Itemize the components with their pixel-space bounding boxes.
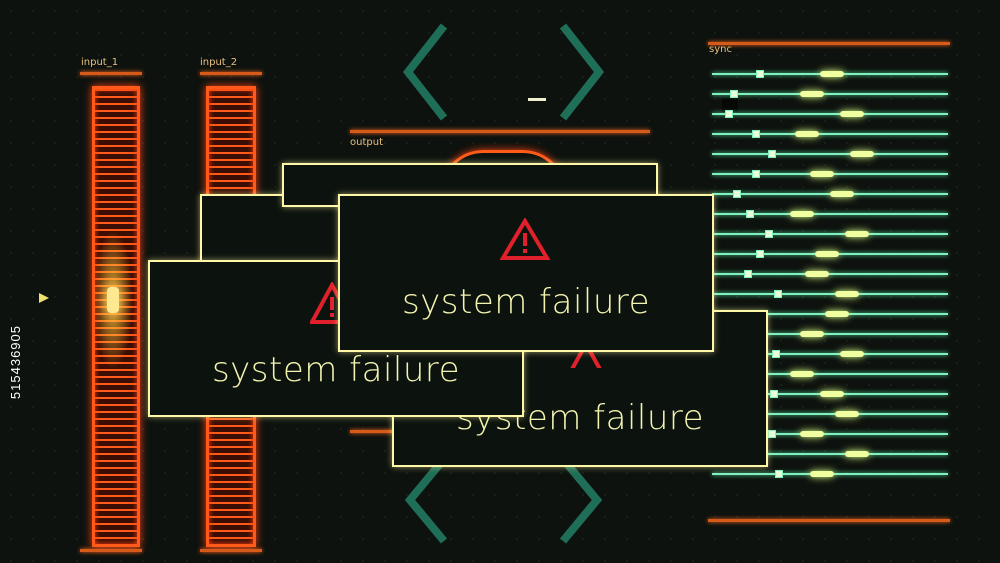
- sync-channel-line: [712, 293, 948, 295]
- sync-channel-marker[interactable]: [770, 390, 778, 398]
- input-1-bottom-rule: [80, 549, 142, 552]
- sync-channel-pulse: [795, 131, 819, 137]
- stock-id-watermark: 515436905: [8, 325, 23, 400]
- sync-channel-pulse: [840, 351, 864, 357]
- chevron-right-icon: [559, 23, 605, 121]
- sync-channel-pulse: [830, 191, 854, 197]
- sync-channel-pulse: [805, 271, 829, 277]
- error-message: system failure: [401, 282, 651, 322]
- sync-channel-line: [712, 453, 948, 455]
- sync-channel-marker[interactable]: [733, 190, 741, 198]
- sync-channel-pulse: [815, 251, 839, 257]
- sync-channel-marker[interactable]: [768, 150, 776, 158]
- input-2-label: input_2: [200, 57, 238, 68]
- input-2-top-rule: [200, 72, 262, 75]
- sync-channel-marker[interactable]: [725, 110, 733, 118]
- output-label: output: [350, 137, 383, 148]
- error-message: system failure: [211, 350, 461, 390]
- sync-channel-marker[interactable]: [775, 470, 783, 478]
- sync-channel-line: [712, 153, 948, 155]
- input-1-label: input_1: [81, 57, 119, 68]
- pointer-arrow-icon: [39, 293, 49, 303]
- sync-channel-line: [712, 273, 948, 275]
- input-2-bottom-rule: [200, 549, 262, 552]
- sync-channel-marker[interactable]: [752, 130, 760, 138]
- sync-channel-line: [712, 333, 948, 335]
- sync-channel-pulse: [845, 231, 869, 237]
- sync-channel-marker[interactable]: [756, 250, 764, 258]
- error-dialog-2[interactable]: system failure: [338, 194, 714, 352]
- sync-channel-line: [712, 93, 948, 95]
- sync-channel-marker[interactable]: [744, 270, 752, 278]
- sync-channel-pulse: [840, 111, 864, 117]
- sync-channel-line: [712, 113, 948, 115]
- sync-channel-pulse: [800, 331, 824, 337]
- sync-bottom-rule: [708, 519, 950, 522]
- sync-channel-line: [712, 213, 948, 215]
- sync-channel-pulse: [810, 471, 834, 477]
- sync-channel-marker[interactable]: [768, 430, 776, 438]
- sync-channel-line: [712, 413, 948, 415]
- sync-channel-marker[interactable]: [772, 350, 780, 358]
- sync-label: sync: [709, 44, 732, 55]
- sync-channel-marker[interactable]: [774, 290, 782, 298]
- sync-channel-pulse: [800, 431, 824, 437]
- chevron-right-bottom-icon: [559, 456, 603, 544]
- sync-channel-line: [712, 373, 948, 375]
- sync-channel-pulse: [790, 371, 814, 377]
- sync-channel-marker[interactable]: [746, 210, 754, 218]
- sync-channel-pulse: [810, 171, 834, 177]
- sync-channel-line: [712, 133, 948, 135]
- sync-top-rule: [708, 42, 950, 45]
- output-bottom-rule: [350, 430, 400, 433]
- output-top-rule: [350, 130, 650, 133]
- sync-channel-marker[interactable]: [752, 170, 760, 178]
- sync-channel-line: [712, 433, 948, 435]
- sync-channel-pulse: [845, 451, 869, 457]
- chevron-left-icon: [402, 23, 448, 121]
- warning-icon: [500, 218, 550, 260]
- glitch-mark: [722, 98, 738, 112]
- sync-channel-marker[interactable]: [765, 230, 773, 238]
- chevron-left-bottom-icon: [404, 456, 448, 544]
- sync-channel-pulse: [835, 411, 859, 417]
- sync-channel-pulse: [790, 211, 814, 217]
- sync-channel-pulse: [820, 391, 844, 397]
- glitch-mark: [528, 98, 546, 101]
- warning-icon: [570, 342, 602, 368]
- sync-channel-pulse: [835, 291, 859, 297]
- sync-channel-line: [712, 353, 948, 355]
- input-1-top-rule: [80, 72, 142, 75]
- input-1-slider-handle[interactable]: [107, 287, 119, 313]
- sync-channel-marker[interactable]: [730, 90, 738, 98]
- sync-channel-pulse: [850, 151, 874, 157]
- sync-channel-pulse: [825, 311, 849, 317]
- sync-channel-marker[interactable]: [756, 70, 764, 78]
- sync-channel-line: [712, 233, 948, 235]
- sync-channel-pulse: [820, 71, 844, 77]
- sync-channel-pulse: [800, 91, 824, 97]
